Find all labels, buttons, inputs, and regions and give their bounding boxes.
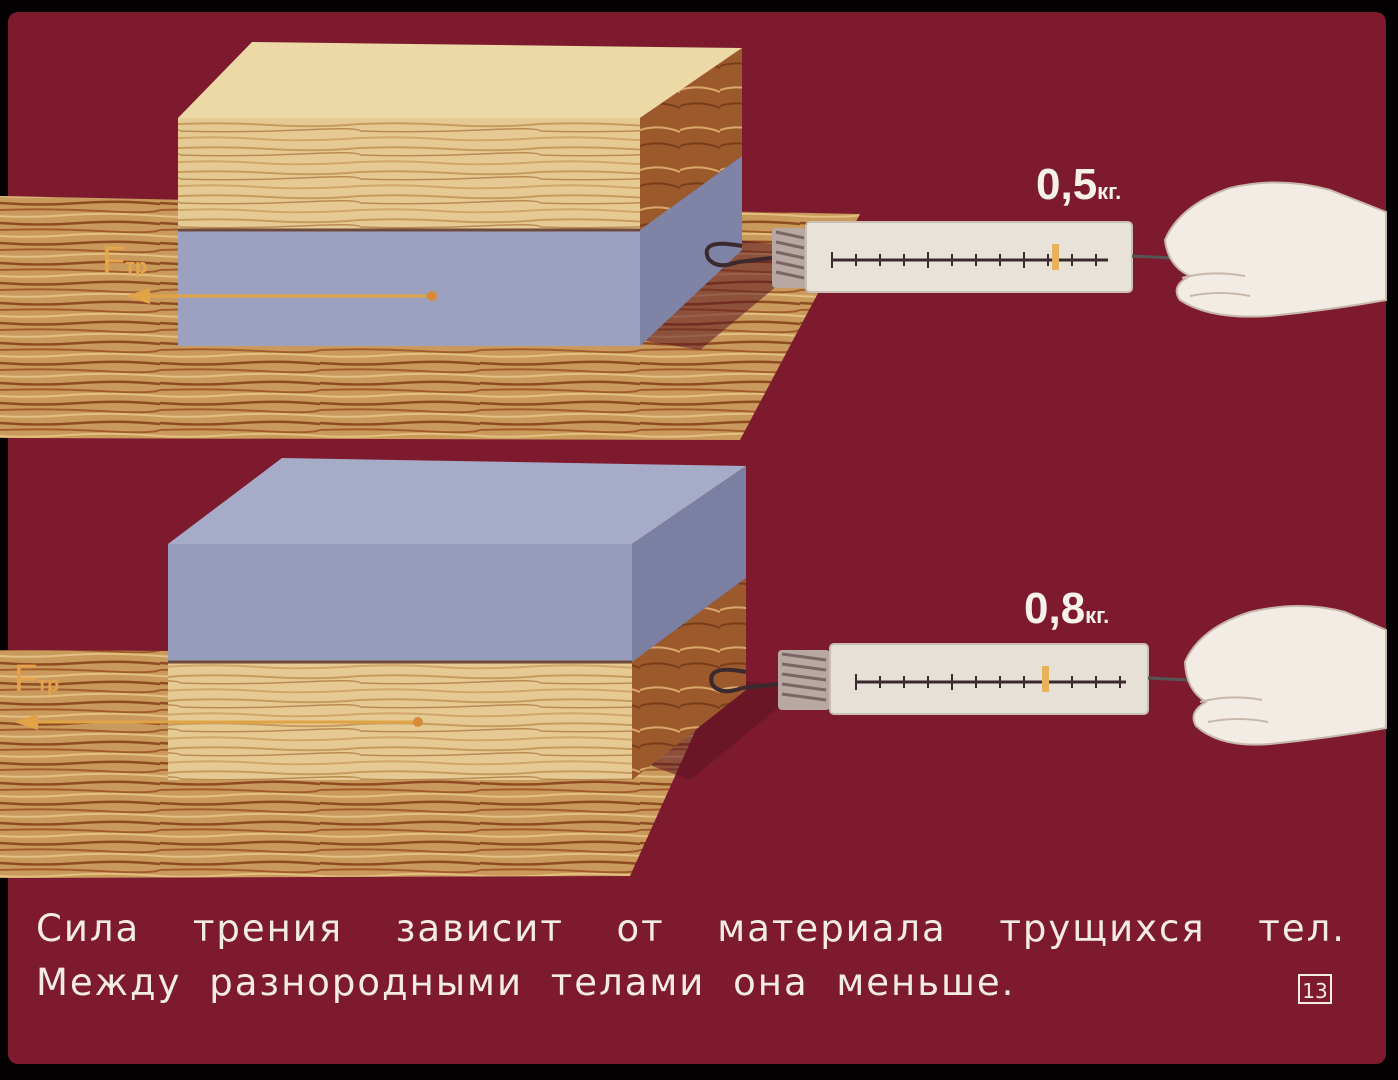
top-force-symbol: F (102, 240, 126, 282)
bottom-spring (778, 650, 830, 710)
caption-line-1: Сила трения зависит от материала трущихс… (36, 907, 1346, 950)
caption-line-2: Между разнородными телами она меньше. (36, 961, 1016, 1004)
top-wood-block-top (178, 42, 742, 118)
bottom-hand (1183, 605, 1387, 746)
bottom-wood-block-side (632, 578, 746, 780)
bottom-setup (0, 458, 1387, 878)
bottom-force-symbol: F (14, 658, 38, 700)
bottom-reading-value: 0,8 (1024, 584, 1086, 633)
top-setup (0, 42, 1387, 440)
top-friction-force-label: Fтр (102, 240, 147, 283)
top-friction-arrowhead (126, 288, 150, 304)
top-force-subscript: тр (125, 256, 148, 278)
top-metal-block-front (178, 230, 640, 346)
top-hand (1163, 181, 1387, 318)
top-dynamometer (805, 221, 1173, 293)
bottom-dynamometer-reading: 0,8кг. (1024, 584, 1109, 634)
top-spring (772, 228, 806, 288)
top-wood-block-front (178, 118, 640, 230)
bottom-metal-block-side (632, 466, 746, 662)
top-reading-value: 0,5 (1036, 160, 1098, 209)
bottom-reading-unit: кг. (1085, 603, 1110, 628)
top-hook (704, 241, 743, 268)
top-reading-unit: кг. (1097, 179, 1122, 204)
top-metal-block-side (640, 156, 742, 346)
bottom-hook (709, 667, 747, 694)
top-dynamometer-pointer (1052, 244, 1059, 270)
bottom-dynamometer-pointer (1042, 666, 1049, 692)
bottom-friction-arrowhead (14, 714, 38, 730)
bottom-metal-block-top (168, 458, 746, 544)
top-wood-block-side (640, 48, 742, 230)
bottom-dynamometer (829, 643, 1189, 715)
frame-number: 13 (1298, 974, 1332, 1004)
bottom-friction-force-label: Fтр (14, 658, 59, 701)
top-dynamometer-reading: 0,5кг. (1036, 160, 1121, 210)
bottom-metal-block-front (168, 544, 632, 662)
bottom-force-subscript: тр (37, 674, 60, 696)
